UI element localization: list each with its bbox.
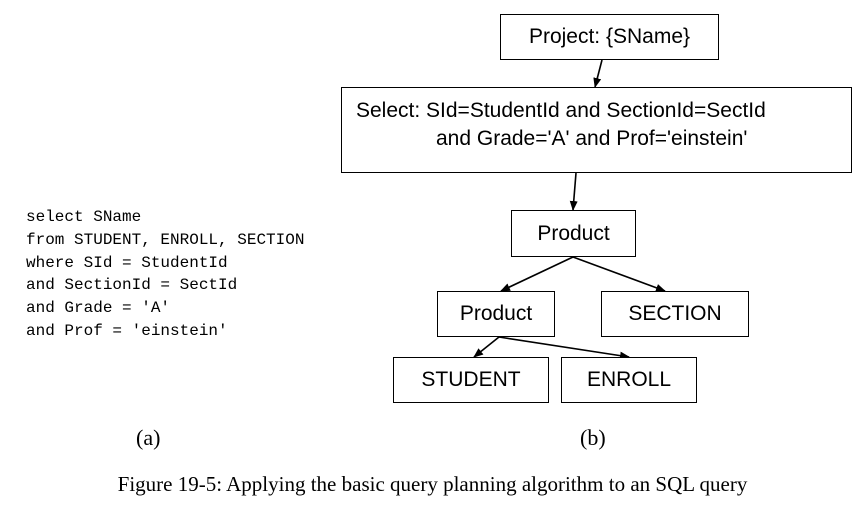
sql-line: where SId = StudentId [26, 253, 228, 272]
project-node: Project: {SName} [500, 14, 719, 60]
enroll-node-label: ENROLL [586, 368, 672, 391]
figure-caption: Figure 19-5: Applying the basic query pl… [117, 472, 748, 496]
project-node-label: Project: {SName} [528, 25, 691, 48]
select-node: Select: SId=StudentId and SectionId=Sect… [341, 87, 852, 173]
inner-product-node-label: Product [459, 302, 533, 325]
select-node-line2: and Grade='A' and Prof='einstein' [436, 127, 748, 150]
sql-line: select SName [26, 208, 142, 226]
subfigure-label-b: (b) [580, 425, 606, 450]
section-node: SECTION [601, 291, 749, 337]
section-node-label: SECTION [628, 302, 722, 325]
product-node-label: Product [537, 221, 610, 245]
sql-line: from STUDENT, ENROLL, SECTION [26, 230, 305, 249]
sql-line: and Grade = 'A' [26, 299, 171, 318]
inner-product-node: Product [437, 291, 555, 337]
sql-line: and Prof = 'einstein' [26, 321, 228, 340]
product-node: Product [511, 210, 636, 257]
sql-line: and SectionId = SectId [26, 276, 238, 295]
select-node-line1: Select: SId=StudentId and SectionId=Sect… [356, 99, 766, 122]
edge-project-to-select [593, 59, 603, 88]
edge-product-to-section [572, 256, 666, 292]
student-node-label: STUDENT [421, 368, 521, 391]
sql-query-text: select SName from STUDENT, ENROLL, SECTIO… [26, 206, 304, 343]
subfigure-label-a: (a) [136, 425, 161, 450]
edge-select-to-product [569, 172, 578, 211]
edge-inner-product-to-student [473, 336, 500, 358]
edge-product-to-inner-product [500, 256, 574, 292]
student-node: STUDENT [393, 357, 549, 403]
edge-inner-product-to-enroll [498, 336, 630, 360]
enroll-node: ENROLL [561, 357, 697, 403]
